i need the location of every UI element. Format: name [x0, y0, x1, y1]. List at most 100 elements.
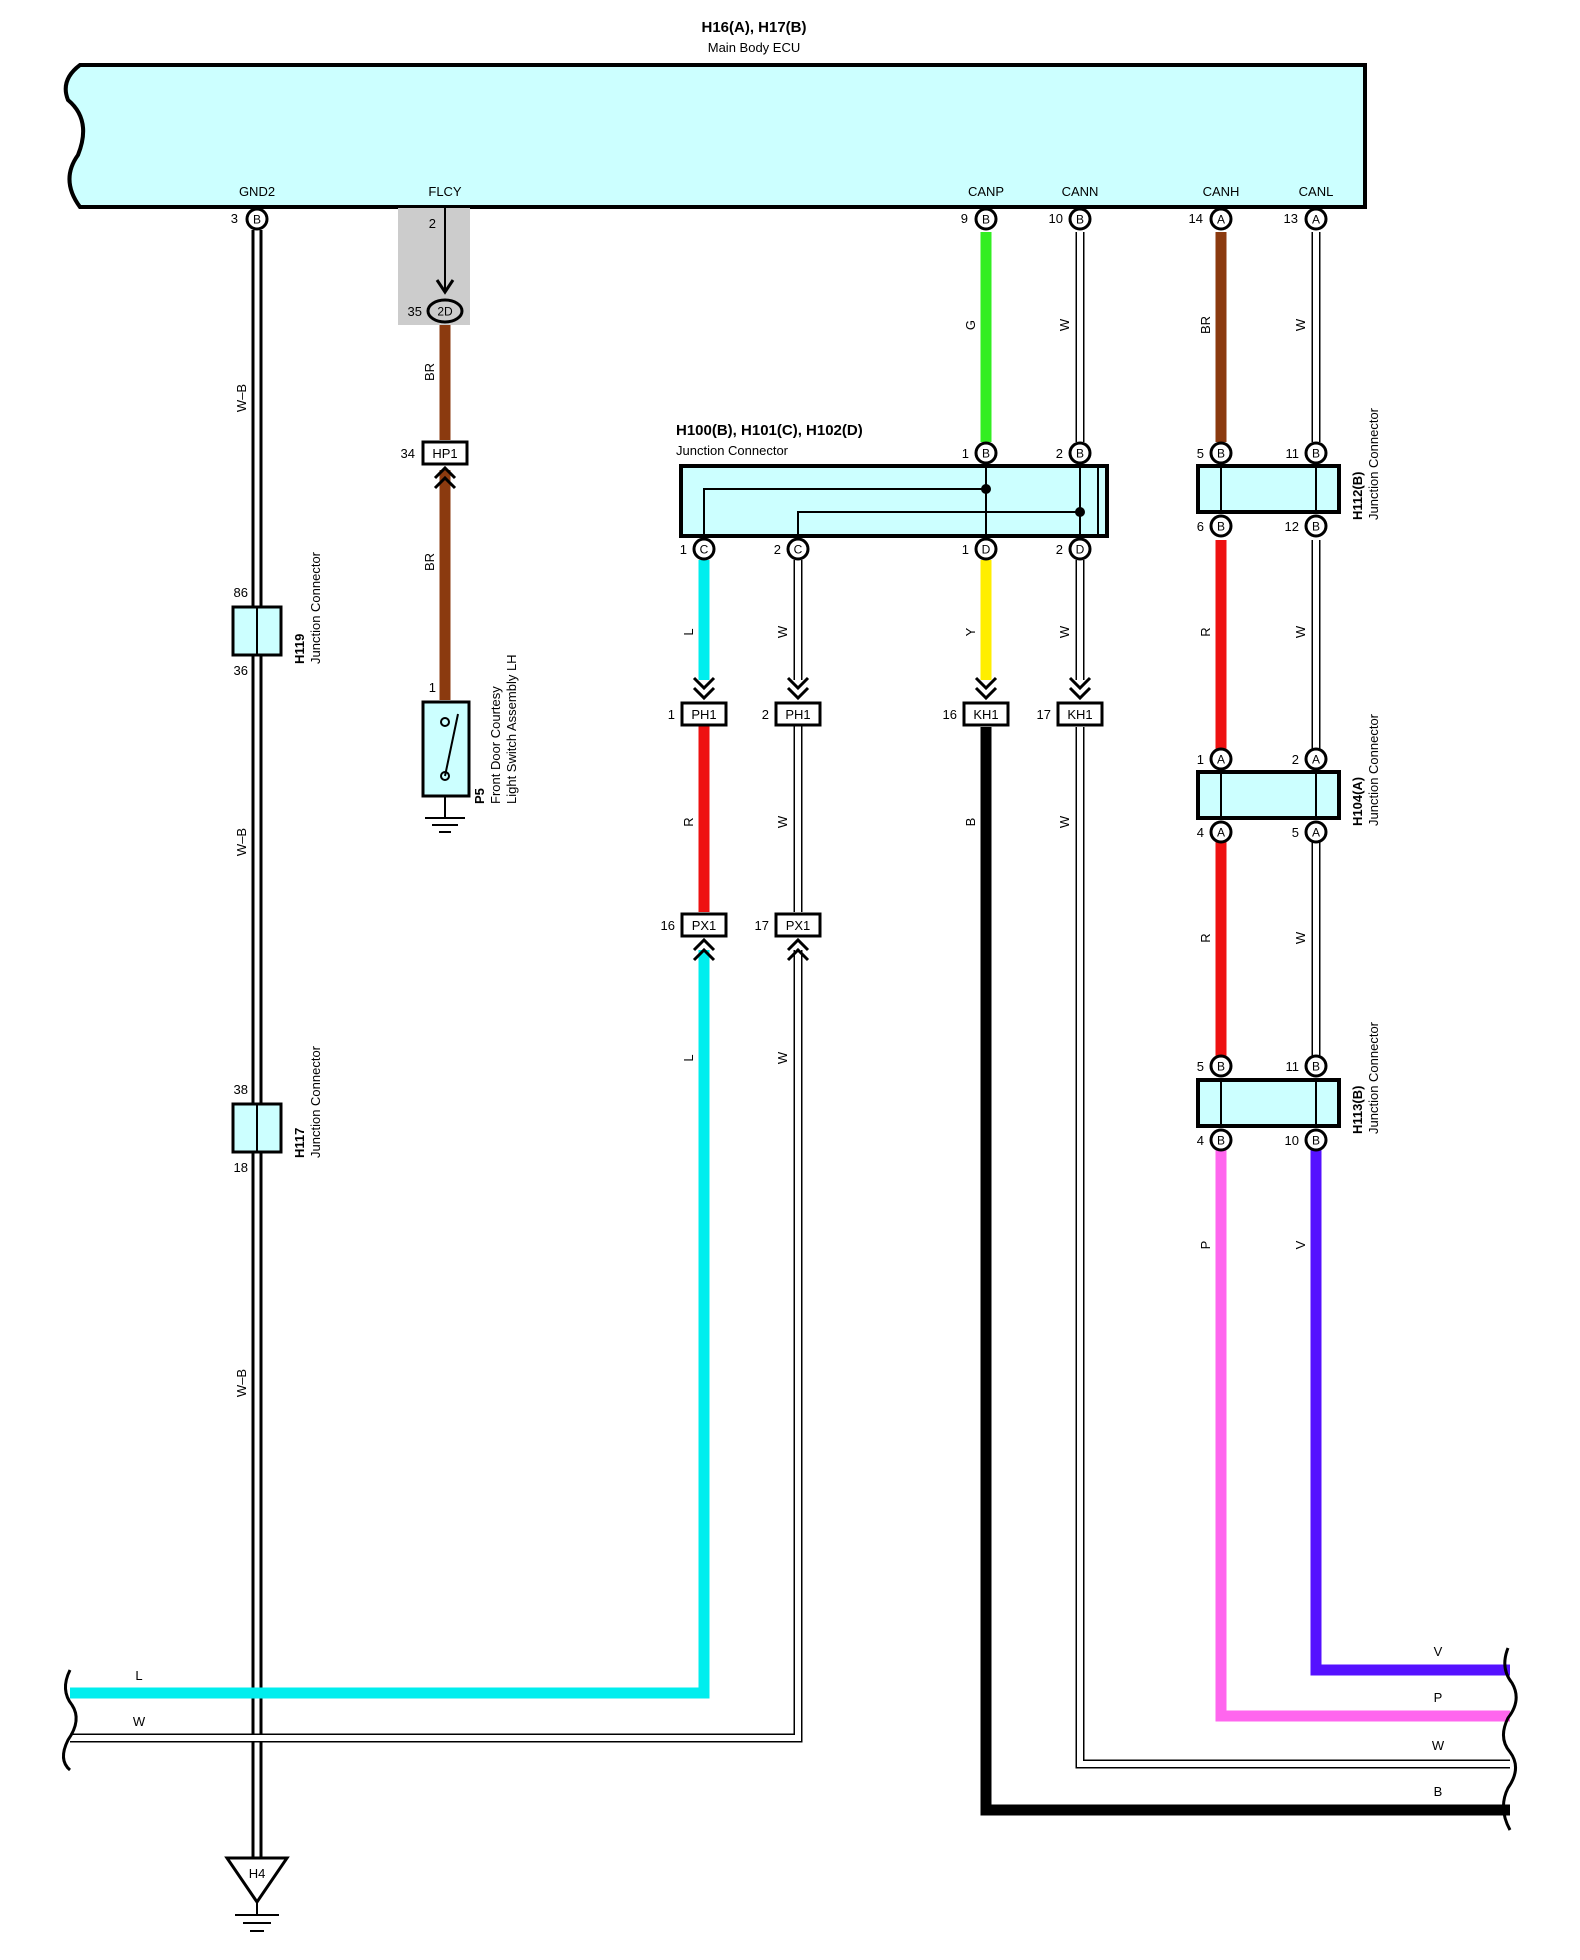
- svg-text:B: B: [1312, 1134, 1320, 1148]
- svg-text:D: D: [1076, 543, 1085, 557]
- label-r-3: R: [1198, 933, 1213, 942]
- label-br-canh: BR: [1198, 316, 1213, 334]
- junction-h100-terminals: B 1 B 2 C 1 C 2 D 1 D 2: [680, 441, 1092, 561]
- svg-text:6: 6: [1197, 519, 1204, 534]
- label-w-bottom-right: W: [1432, 1738, 1445, 1753]
- svg-text:35: 35: [408, 304, 422, 319]
- svg-text:H119: H119: [292, 634, 307, 664]
- junction-h113-labels: H113(B) Junction Connector: [1350, 1021, 1381, 1134]
- svg-text:Junction Connector: Junction Connector: [308, 1045, 323, 1158]
- svg-text:5: 5: [1197, 1059, 1204, 1074]
- svg-text:11: 11: [1286, 446, 1300, 461]
- label-r-2: R: [1198, 627, 1213, 636]
- svg-text:1: 1: [1197, 752, 1204, 767]
- svg-text:1: 1: [962, 542, 969, 557]
- svg-text:PX1: PX1: [692, 918, 717, 933]
- junction-h117: 38 18: [231, 1082, 283, 1175]
- svg-text:A: A: [1312, 826, 1320, 840]
- svg-text:HP1: HP1: [432, 446, 457, 461]
- junction-h112: B 5 B 11 B 6 B 12: [1196, 441, 1341, 538]
- svg-text:A: A: [1312, 753, 1320, 767]
- svg-text:34: 34: [401, 446, 415, 461]
- connector-kh1-17: KH1 17: [1037, 676, 1104, 727]
- svg-text:14: 14: [1189, 211, 1203, 226]
- svg-text:Junction Connector: Junction Connector: [1366, 713, 1381, 826]
- svg-text:18: 18: [234, 1160, 248, 1175]
- svg-text:H112(B): H112(B): [1350, 472, 1365, 520]
- flcy-arrow: [435, 279, 455, 295]
- svg-text:86: 86: [234, 585, 248, 600]
- svg-text:2: 2: [774, 542, 781, 557]
- connector-2d: 2D 35: [408, 298, 464, 324]
- svg-text:B: B: [1312, 1060, 1320, 1074]
- svg-text:10: 10: [1049, 211, 1063, 226]
- ecu-pin-label-canp: CANP: [968, 184, 1004, 199]
- svg-text:2: 2: [762, 707, 769, 722]
- label-w-4: W: [1057, 815, 1072, 828]
- svg-text:PX1: PX1: [786, 918, 811, 933]
- label-v-1: V: [1293, 1240, 1308, 1249]
- svg-text:B: B: [982, 447, 990, 461]
- ecu-pin-label-flcy: FLCY: [428, 184, 462, 199]
- connector-ph1-1: PH1 1: [668, 676, 728, 727]
- wire-b: [980, 727, 1510, 1816]
- label-wb-2: W–B: [234, 828, 249, 856]
- label-w-3: W: [775, 815, 790, 828]
- svg-text:H104(A): H104(A): [1350, 777, 1365, 826]
- label-l-1: L: [681, 628, 696, 635]
- label-b-1: B: [963, 818, 978, 827]
- wire-w-kh: [1077, 727, 1510, 1767]
- ground-h4: H4: [224, 1856, 290, 1932]
- ecu-terminal-gnd2: B 3: [231, 207, 269, 231]
- label-br-2: BR: [422, 553, 437, 571]
- svg-text:2: 2: [1056, 542, 1063, 557]
- svg-text:KH1: KH1: [1067, 707, 1092, 722]
- label-p-1: P: [1198, 1241, 1213, 1250]
- svg-text:13: 13: [1284, 211, 1298, 226]
- wire-v: [1310, 1140, 1510, 1676]
- break-left: [62, 1669, 78, 1772]
- label-w-1: W: [775, 625, 790, 638]
- svg-text:38: 38: [234, 1082, 248, 1097]
- svg-text:11: 11: [1286, 1059, 1300, 1074]
- ecu-terminal-flcy-pin: 2: [429, 216, 436, 231]
- ecu-pin-label-cann: CANN: [1062, 184, 1099, 199]
- svg-text:B: B: [1312, 520, 1320, 534]
- label-w-6: W: [1293, 625, 1308, 638]
- label-l-2: L: [681, 1054, 696, 1061]
- connector-kh1-16: KH1 16: [943, 676, 1010, 727]
- svg-text:Junction Connector: Junction Connector: [1366, 407, 1381, 520]
- svg-text:2: 2: [1056, 446, 1063, 461]
- svg-text:A: A: [1217, 826, 1225, 840]
- svg-text:16: 16: [943, 707, 957, 722]
- svg-text:Light Switch Assembly LH: Light Switch Assembly LH: [504, 654, 519, 804]
- svg-text:5: 5: [1292, 825, 1299, 840]
- svg-text:A: A: [1312, 213, 1320, 227]
- svg-text:17: 17: [1037, 707, 1051, 722]
- svg-text:KH1: KH1: [973, 707, 998, 722]
- svg-text:H4: H4: [249, 1866, 266, 1881]
- label-w-canl: W: [1293, 318, 1308, 331]
- label-b-bottom: B: [1434, 1784, 1443, 1799]
- ecu-terminal-canl: A 13: [1284, 207, 1328, 231]
- svg-text:H113(B): H113(B): [1350, 1086, 1365, 1134]
- label-w-7: W: [1293, 931, 1308, 944]
- svg-text:B: B: [1076, 447, 1084, 461]
- svg-text:PH1: PH1: [785, 707, 810, 722]
- junction-h119-labels: H119 Junction Connector: [292, 551, 323, 664]
- svg-text:B: B: [1076, 213, 1084, 227]
- wire-w-bottom-outline: [70, 950, 803, 1743]
- ecu-name: Main Body ECU: [708, 40, 800, 55]
- svg-text:C: C: [700, 543, 709, 557]
- svg-text:3: 3: [231, 211, 238, 226]
- svg-text:H117: H117: [292, 1128, 307, 1158]
- label-w-cann: W: [1057, 318, 1072, 331]
- svg-text:4: 4: [1197, 825, 1204, 840]
- svg-text:C: C: [794, 543, 803, 557]
- connector-px1-17: PX1 17: [755, 912, 822, 962]
- svg-text:A: A: [1217, 213, 1225, 227]
- svg-text:B: B: [1217, 447, 1225, 461]
- svg-text:2D: 2D: [437, 305, 453, 319]
- svg-text:D: D: [982, 543, 991, 557]
